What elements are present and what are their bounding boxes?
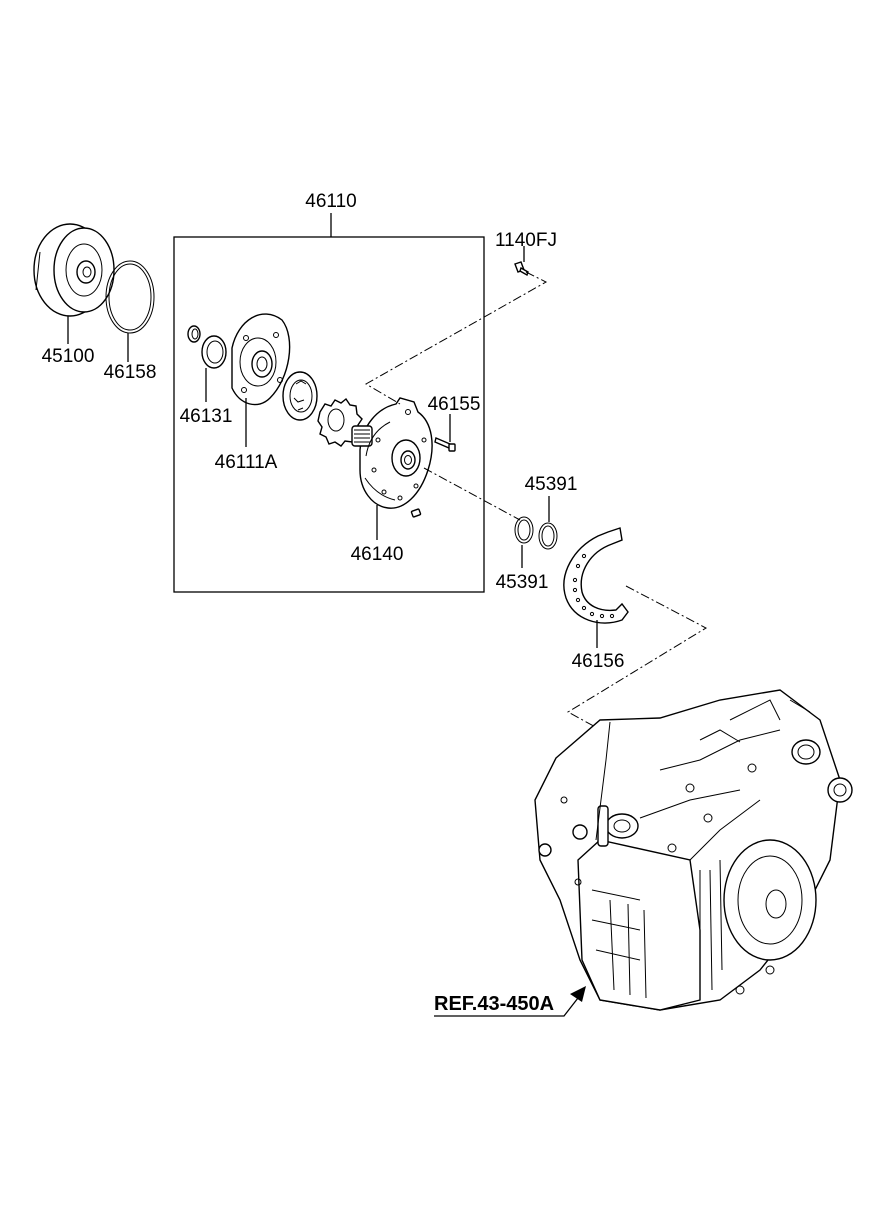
label-pump-body: 46140 [351, 544, 404, 565]
dowel-pin-icon [410, 508, 422, 518]
label-ring-lower: 45391 [496, 572, 549, 593]
o-ring-icon [105, 260, 155, 334]
bolt-icon [514, 261, 529, 277]
label-oring: 46158 [104, 362, 157, 383]
label-converter: 45100 [42, 346, 95, 367]
oil-seal-icon [187, 325, 227, 369]
pump-housing-icon [351, 397, 433, 509]
bolt-icon [434, 437, 456, 452]
label-bolt: 1140FJ [495, 230, 557, 251]
label-gasket: 46156 [572, 651, 625, 672]
pump-cover-icon [231, 313, 291, 406]
assembly-frame [173, 236, 485, 593]
label-pump-cover: 46111A [215, 452, 278, 473]
label-ring-upper: 45391 [525, 474, 578, 495]
label-assembly: 46110 [305, 191, 356, 212]
torque-converter-icon [33, 223, 115, 317]
outer-gear-icon [282, 371, 318, 421]
label-reference: REF.43-450A [434, 993, 554, 1015]
label-seal: 46131 [180, 406, 233, 427]
seal-ring-icon [514, 516, 558, 550]
gasket-icon [563, 527, 629, 624]
transaxle-icon [534, 689, 853, 1011]
label-pin: 46155 [428, 394, 481, 415]
